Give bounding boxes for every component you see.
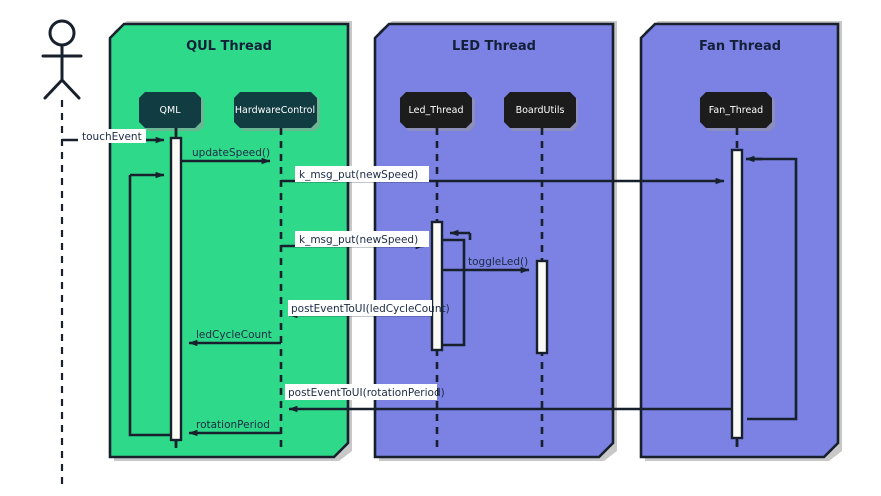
participant-led-thread-box[interactable] xyxy=(400,92,472,128)
participant-fan-thread-box[interactable] xyxy=(700,92,772,128)
message-touchEvent: touchEvent xyxy=(62,129,165,144)
message-kmsgput-led-label: k_msg_put(newSpeed) xyxy=(299,234,418,246)
participant-hardwarecontrol[interactable]: HardwareControl xyxy=(234,92,320,131)
group-qul-shape xyxy=(108,22,350,459)
group-fan-title: Fan Thread xyxy=(699,39,781,54)
participant-qml[interactable]: QML xyxy=(139,92,204,142)
participant-fan-thread[interactable]: Fan_Thread xyxy=(700,92,775,131)
led-thread-self-loop xyxy=(442,229,472,347)
message-touchEvent-label: touchEvent xyxy=(82,131,142,143)
activation-boardutils xyxy=(535,259,549,355)
qml-self-loop-long xyxy=(128,175,171,437)
participant-boardutils-label: BoardUtils xyxy=(516,105,565,116)
message-toggleLed: toggleLed() xyxy=(442,256,530,274)
participant-led-thread-label: Led_Thread xyxy=(409,105,464,116)
group-qul-title: QUL Thread xyxy=(186,39,272,54)
message-updateSpeed-label: updateSpeed() xyxy=(192,147,270,159)
activation-led-thread xyxy=(430,220,444,352)
participant-led-thread[interactable]: Led_Thread xyxy=(400,92,475,131)
message-kmsgput-fan: k_msg_put(newSpeed) xyxy=(281,166,725,185)
message-updateSpeed: updateSpeed() xyxy=(181,147,271,165)
message-touchEvent-label-bg xyxy=(78,129,146,143)
participant-boardutils[interactable]: BoardUtils xyxy=(504,92,578,131)
activation-qml xyxy=(169,136,183,442)
actor-figure xyxy=(41,19,83,490)
participant-fan-thread-label: Fan_Thread xyxy=(709,105,763,116)
participant-boardutils-box[interactable] xyxy=(504,92,576,128)
message-ledCycleCount: ledCycleCount xyxy=(188,329,281,347)
message-rotationPeriod-label: rotationPeriod xyxy=(196,419,270,431)
activation-fan-thread xyxy=(730,148,744,440)
message-kmsgput-led-label-bg xyxy=(295,231,429,247)
message-kmsgput-fan-label: k_msg_put(newSpeed) xyxy=(299,169,418,181)
group-led-title: LED Thread xyxy=(452,39,536,54)
participant-qml-label: QML xyxy=(160,105,182,116)
message-postEventToUI-ledCycleCount: postEventToUI(ledCycleCount) xyxy=(288,300,450,319)
participant-qml-box[interactable] xyxy=(139,92,201,128)
message-postEventToUI-rotationPeriod-label-bg xyxy=(285,384,437,400)
message-kmsgput-led: k_msg_put(newSpeed) xyxy=(281,231,429,250)
message-postEventToUI-rotationPeriod: postEventToUI(rotationPeriod) xyxy=(285,384,732,413)
message-toggleLed-label: toggleLed() xyxy=(468,256,528,268)
message-kmsgput-fan-label-bg xyxy=(295,166,429,182)
message-postEventToUI-ledCycleCount-label: postEventToUI(ledCycleCount) xyxy=(291,303,450,315)
message-postEventToUI-rotationPeriod-label: postEventToUI(rotationPeriod) xyxy=(288,387,445,399)
fan-thread-self-loop xyxy=(745,155,798,421)
message-postEventToUI-ledCycleCount-label-bg xyxy=(288,300,432,316)
participant-hardwarecontrol-label: HardwareControl xyxy=(235,105,315,116)
message-rotationPeriod: rotationPeriod xyxy=(188,419,281,437)
message-ledCycleCount-label: ledCycleCount xyxy=(196,329,272,341)
participant-hardwarecontrol-box[interactable] xyxy=(234,92,317,128)
